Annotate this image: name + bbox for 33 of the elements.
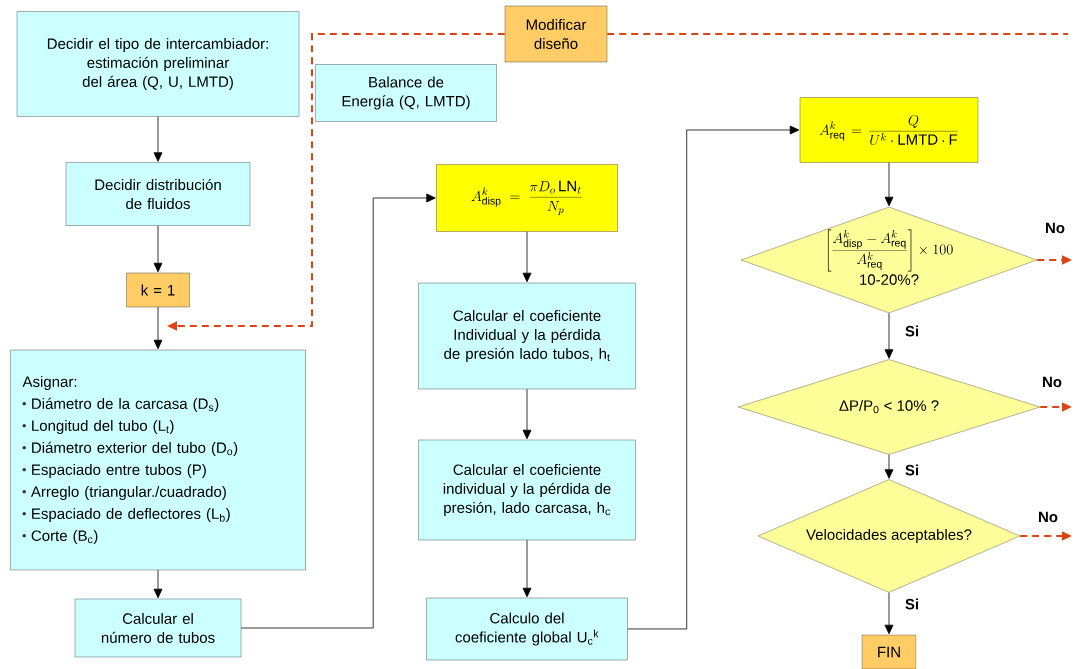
process-box: Asignar: Diámetro de la carcasa (D$_{s}$) Longitud del tubo (L$_{t}$) Diámetro exterior del tubo (D$_{o}$) Espaciado entre tubos (P) Arreglo (triangular./cuadrado) Espaciado de deflectores (L$_{b}$) Corte (B$_{c}$) (10, 349, 306, 571)
process-box: Modificar diseño (504, 5, 608, 63)
process-box: Decidir distribución de fluidos (65, 162, 251, 226)
start-box: k = 1 (126, 272, 190, 308)
edge-label: Si (903, 597, 921, 611)
arrow (153, 116, 163, 162)
arrow (884, 312, 894, 359)
edge-label: Si (903, 463, 921, 477)
formula-box: $A^{k}_{\mathrm{req}}=\frac{Q}{U^{k}\cdot\mathrm{LMTD}\cdot\mathrm{F}}$ (799, 97, 979, 163)
edge-label: No (1044, 221, 1066, 235)
end-box: FIN (861, 634, 917, 669)
arrow (153, 225, 163, 273)
process-box: Balance de Energía (Q, LMTD) (315, 64, 497, 122)
process-box: Calcular el coeficiente Individual y la pérdida de presión lado tubos, h$_{t}$ (418, 282, 636, 390)
arrow (522, 539, 532, 598)
arrow (522, 388, 532, 440)
arrow (240, 193, 436, 629)
arrow (884, 454, 894, 479)
process-box: Calcular el coeficiente individual y la pérdida de presión, lado carcasa, h$_{c}$ (418, 439, 636, 541)
arrow (522, 231, 532, 283)
edge-label: No (1037, 510, 1059, 524)
arrow (884, 162, 894, 207)
process-box: Calculo del coeficiente global U$_{c}$k (426, 597, 628, 661)
arrow (153, 306, 163, 350)
arrow (153, 569, 163, 599)
process-box: Calcular el número de tubos (74, 598, 242, 658)
formula-box: $A^{k}_{\mathrm{disp}}=\frac{\pi D_{o}\,\mathrm{LN}_{t}}{N_{p}}$ (436, 164, 618, 232)
arrow (627, 125, 800, 630)
edge-label: No (1041, 375, 1063, 389)
edge-label: Si (903, 324, 921, 338)
process-box: Decidir el tipo de intercambiador: estimación preliminar del área (Q, U, LMTD) (16, 11, 300, 117)
arrow (884, 592, 894, 635)
dashed-line (606, 33, 1069, 35)
